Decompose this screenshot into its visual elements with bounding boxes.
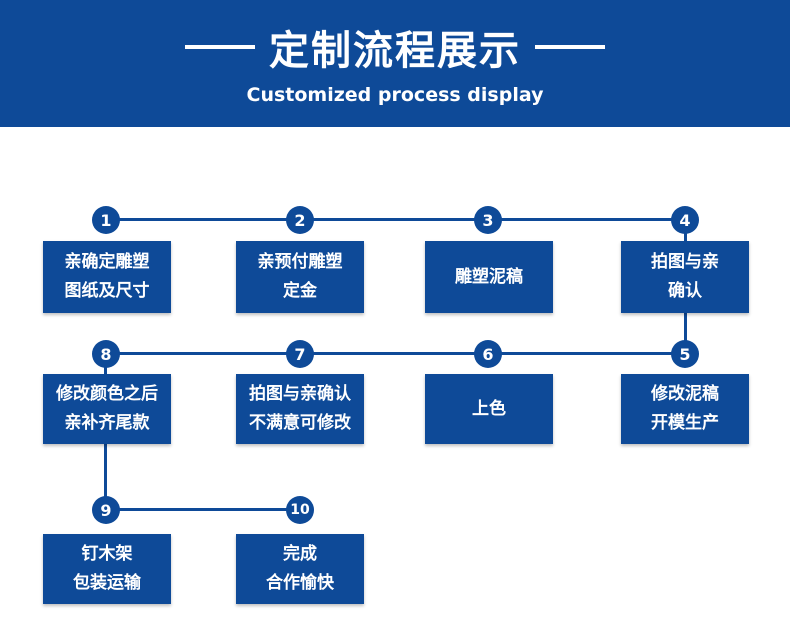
step-9-text-line2: 包装运输 <box>73 573 141 593</box>
step-9-text-line1: 钉木架 <box>81 544 133 564</box>
step-5-box: 修改泥稿 开模生产 <box>621 374 749 444</box>
step-7-text-line2: 不满意可修改 <box>249 413 351 433</box>
step-5-text-line1: 修改泥稿 <box>651 384 719 404</box>
step-1-box: 亲确定雕塑 图纸及尺寸 <box>43 241 171 313</box>
step-7-number-badge: 7 <box>286 340 314 368</box>
step-4-text-line2: 确认 <box>668 281 702 301</box>
step-10-text-line2: 合作愉快 <box>266 573 334 593</box>
step-5-number-badge: 5 <box>671 340 699 368</box>
step-8-box: 修改颜色之后 亲补齐尾款 <box>43 374 171 444</box>
step-4-number-badge: 4 <box>671 206 699 234</box>
step-9-number-badge: 9 <box>92 496 120 524</box>
step-6-box: 上色 <box>425 374 553 444</box>
step-5-text-line2: 开模生产 <box>651 413 719 433</box>
title-row: 定制流程展示 <box>0 14 790 80</box>
step-10-text-line1: 完成 <box>283 544 317 564</box>
connector-row3 <box>106 508 300 511</box>
title-right-dash <box>535 45 605 49</box>
step-6-text-line1: 上色 <box>472 398 506 419</box>
step-2-number-badge: 2 <box>286 206 314 234</box>
connector-row1 <box>106 218 686 221</box>
step-4-text-line1: 拍图与亲 <box>651 252 719 272</box>
step-7-text-line1: 拍图与亲确认 <box>249 384 351 404</box>
step-7-box: 拍图与亲确认 不满意可修改 <box>236 374 364 444</box>
page-subtitle: Customized process display <box>246 84 544 106</box>
header-banner: 定制流程展示 Customized process display <box>0 0 790 127</box>
page-title: 定制流程展示 <box>269 28 521 74</box>
step-1-text-line2: 图纸及尺寸 <box>64 281 150 301</box>
step-1-number-badge: 1 <box>92 206 120 234</box>
connector-row2 <box>106 352 686 355</box>
step-10-box: 完成 合作愉快 <box>236 534 364 604</box>
step-2-box: 亲预付雕塑 定金 <box>236 241 364 313</box>
step-1-text-line1: 亲确定雕塑 <box>64 252 150 272</box>
step-8-text-line1: 修改颜色之后 <box>56 384 158 404</box>
step-8-text-line2: 亲补齐尾款 <box>64 413 150 433</box>
step-2-text-line2: 定金 <box>283 281 317 301</box>
step-3-number-badge: 3 <box>474 206 502 234</box>
step-4-box: 拍图与亲 确认 <box>621 241 749 313</box>
step-2-text-line1: 亲预付雕塑 <box>257 252 343 272</box>
step-3-box: 雕塑泥稿 <box>425 241 553 313</box>
step-6-number-badge: 6 <box>474 340 502 368</box>
step-8-number-badge: 8 <box>92 340 120 368</box>
step-10-number-badge: 10 <box>286 496 314 524</box>
step-3-text-line1: 雕塑泥稿 <box>455 266 523 287</box>
title-left-dash <box>185 45 255 49</box>
step-9-box: 钉木架 包装运输 <box>43 534 171 604</box>
